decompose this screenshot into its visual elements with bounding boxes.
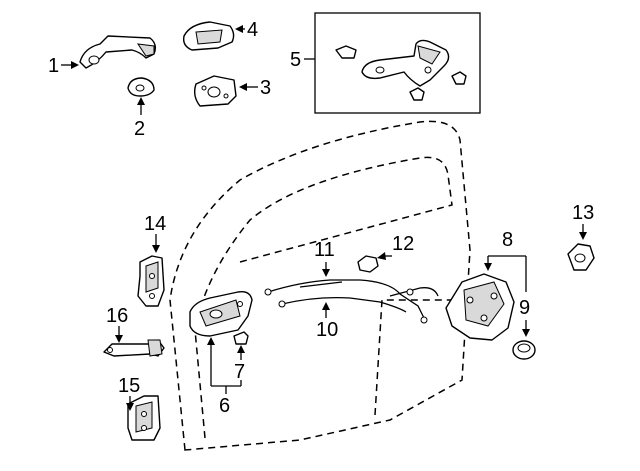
part-4-handle-cover — [182, 21, 235, 51]
svg-text:4: 4 — [247, 19, 258, 41]
callout-5: 5 — [290, 49, 315, 71]
svg-text:10: 10 — [316, 319, 338, 341]
part-15-door-hinge-lower — [127, 395, 161, 441]
svg-text:8: 8 — [502, 229, 513, 251]
callout-12: 12 — [377, 233, 414, 260]
part-10-handle-cable — [278, 287, 439, 313]
callout-3: 3 — [239, 77, 271, 99]
callout-4: 4 — [235, 19, 258, 41]
callout-6: 6 — [207, 337, 242, 417]
svg-text:11: 11 — [314, 239, 335, 261]
part-8-door-lock-assembly — [445, 273, 515, 341]
part-12-cable-clip — [357, 255, 379, 273]
svg-text:2: 2 — [134, 118, 145, 140]
callout-7: 7 — [234, 345, 245, 383]
part-14-door-hinge-upper — [137, 255, 165, 307]
svg-text:7: 7 — [234, 361, 245, 383]
part-5-handle-frame-kit — [314, 12, 481, 114]
callout-1: 1 — [48, 55, 79, 77]
part-6-inside-handle — [189, 290, 253, 337]
svg-text:16: 16 — [106, 305, 128, 327]
part-13-door-striker — [567, 243, 595, 271]
callout-9: 9 — [519, 297, 530, 337]
callout-2: 2 — [134, 97, 145, 140]
svg-text:14: 14 — [144, 213, 166, 235]
callout-15: 15 — [118, 375, 140, 411]
part-9-grommet — [512, 340, 536, 360]
rear-door-outline — [169, 120, 471, 451]
svg-text:6: 6 — [219, 395, 230, 417]
callout-8: 8 — [484, 229, 527, 292]
callout-11: 11 — [314, 239, 335, 277]
svg-text:5: 5 — [290, 49, 301, 71]
callout-14: 14 — [144, 213, 166, 253]
svg-text:15: 15 — [118, 375, 140, 397]
part-7-lock-knob — [233, 331, 249, 345]
callout-13: 13 — [572, 202, 594, 240]
callout-16: 16 — [106, 305, 128, 343]
svg-text:1: 1 — [48, 55, 59, 77]
part-3-handle-pad — [193, 75, 237, 107]
svg-text:12: 12 — [392, 233, 414, 255]
part-2-handle-cap — [127, 77, 155, 97]
svg-text:3: 3 — [260, 77, 271, 99]
part-11-lock-cable — [264, 279, 428, 324]
svg-text:9: 9 — [519, 297, 530, 319]
part-16-door-check — [103, 339, 165, 357]
svg-text:13: 13 — [572, 202, 594, 224]
callout-10: 10 — [316, 302, 338, 341]
part-1-outside-handle — [79, 35, 157, 69]
